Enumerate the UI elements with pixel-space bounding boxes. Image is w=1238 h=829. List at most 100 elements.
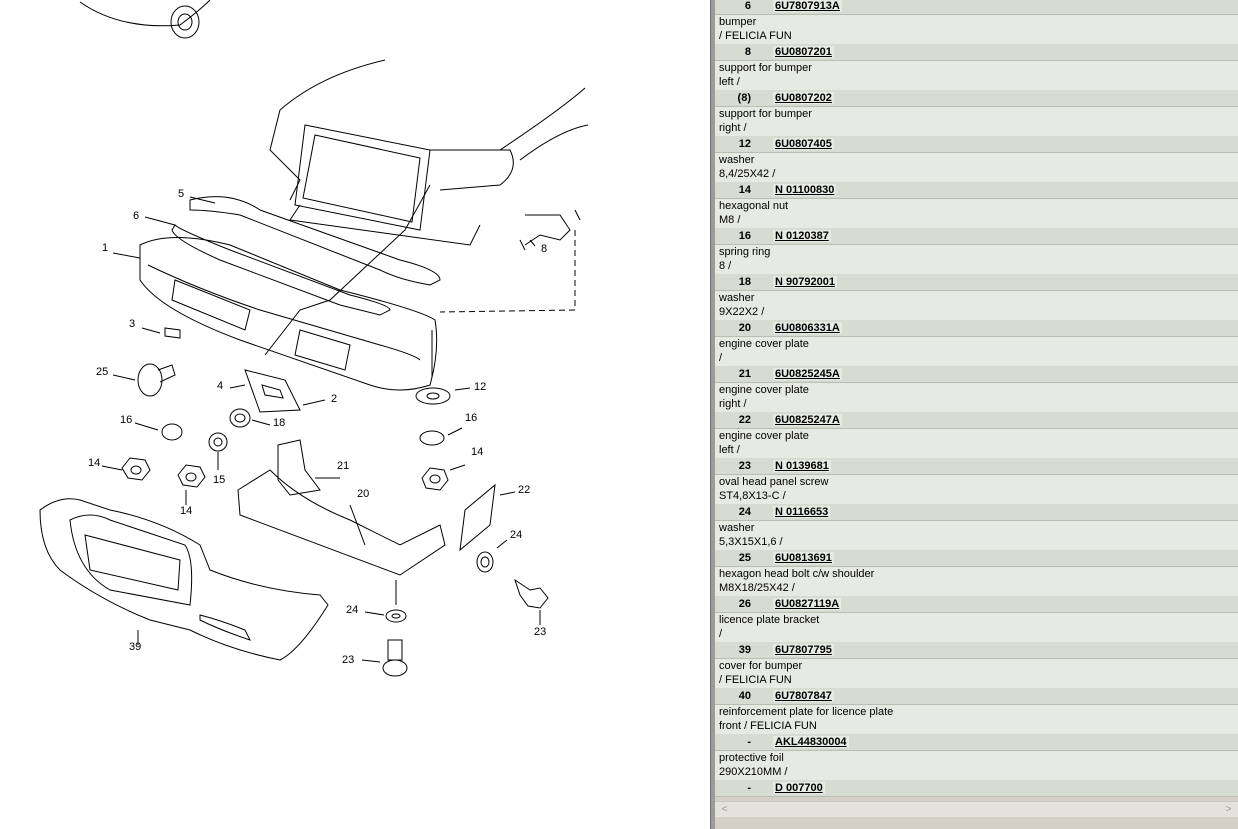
part-number-link[interactable]: N 0139681 bbox=[773, 460, 831, 472]
part-description-detail: / FELICIA FUN bbox=[719, 674, 792, 686]
horizontal-scrollbar[interactable]: < > bbox=[715, 801, 1238, 817]
part-position: 39 bbox=[738, 644, 751, 656]
part-number-link[interactable]: 6U0813691 bbox=[773, 552, 834, 564]
part-number-link[interactable]: 6U7807913A bbox=[773, 0, 842, 12]
part-description-line: engine cover plate bbox=[719, 430, 809, 442]
part-number-link[interactable]: N 0120387 bbox=[773, 230, 831, 242]
part-description-detail: front / FELICIA FUN bbox=[719, 720, 817, 732]
part-number-link[interactable]: AKL44830004 bbox=[773, 736, 849, 748]
part-number-link[interactable]: 6U7807795 bbox=[773, 644, 834, 656]
part-description-detail: M8X18/25X42 / bbox=[719, 582, 795, 594]
callout-label: 3 bbox=[129, 318, 136, 330]
part-number-link[interactable]: 6U0807201 bbox=[773, 46, 834, 58]
part-row[interactable]: 8 6U0807201 bbox=[715, 44, 1238, 61]
callout-label: 15 bbox=[213, 474, 226, 486]
part-position: 16 bbox=[738, 230, 751, 242]
part-description-detail: / bbox=[719, 628, 723, 640]
part-description-detail: left / bbox=[719, 76, 740, 88]
part-description-line: support for bumper bbox=[719, 62, 812, 74]
callout-label: 23 bbox=[342, 654, 355, 666]
callout-label: 1 bbox=[102, 242, 109, 254]
part-number-link[interactable]: N 90792001 bbox=[773, 276, 837, 288]
part-description: support for bumper left / bbox=[715, 61, 1238, 90]
part-description-detail: 5,3X15X1,6 / bbox=[719, 536, 783, 548]
callout-label: 16 bbox=[120, 414, 133, 426]
part-position: - bbox=[747, 782, 751, 794]
scroll-right-arrow-icon[interactable]: > bbox=[1225, 804, 1232, 815]
scroll-left-arrow-icon[interactable]: < bbox=[721, 804, 728, 815]
callout-label: 14 bbox=[180, 505, 193, 517]
part-description-line: hexagon head bolt c/w shoulder bbox=[719, 568, 875, 580]
part-position: 26 bbox=[738, 598, 751, 610]
part-number-link[interactable]: 6U0806331A bbox=[773, 322, 842, 334]
part-number-link[interactable]: N 0116653 bbox=[773, 506, 831, 518]
callout-label: 14 bbox=[471, 446, 484, 458]
callout-label: 21 bbox=[337, 460, 350, 472]
part-row[interactable]: 12 6U0807405 bbox=[715, 136, 1238, 153]
part-position: - bbox=[747, 736, 751, 748]
part-position: 8 bbox=[744, 46, 751, 58]
part-description-line: bumper bbox=[719, 16, 757, 28]
part-number-link[interactable]: 6U0807405 bbox=[773, 138, 834, 150]
pane-splitter[interactable] bbox=[710, 0, 715, 829]
part-description-detail: ST4,8X13-C / bbox=[719, 490, 786, 502]
part-row[interactable]: 39 6U7807795 bbox=[715, 642, 1238, 659]
part-row[interactable]: 26 6U0827119A bbox=[715, 596, 1238, 613]
part-position: 14 bbox=[738, 184, 751, 196]
part-description-line: spring ring bbox=[719, 246, 771, 258]
callout-label: 2 bbox=[331, 393, 338, 405]
part-number-link[interactable]: 6U0827119A bbox=[773, 598, 842, 610]
part-number-link[interactable]: 6U7807847 bbox=[773, 690, 834, 702]
callout-label: 8 bbox=[541, 243, 548, 255]
part-row[interactable]: 25 6U0813691 bbox=[715, 550, 1238, 567]
part-row[interactable]: - AKL44830004 bbox=[715, 734, 1238, 751]
part-description-detail: 9X22X2 / bbox=[719, 306, 765, 318]
part-description-detail: / FELICIA FUN bbox=[719, 30, 792, 42]
part-description-detail: 290X210MM / bbox=[719, 766, 788, 778]
callout-label: 20 bbox=[357, 488, 370, 500]
part-description: engine cover plate/ bbox=[715, 337, 1238, 366]
part-description-line: engine cover plate bbox=[719, 384, 809, 396]
part-description-detail: M8 / bbox=[719, 214, 741, 226]
part-description-line: washer bbox=[719, 292, 755, 304]
part-number-link[interactable]: 6U0825245A bbox=[773, 368, 842, 380]
part-position: 12 bbox=[738, 138, 751, 150]
callout-label: 25 bbox=[96, 366, 109, 378]
part-number-link[interactable]: 6U0825247A bbox=[773, 414, 842, 426]
part-position: 23 bbox=[738, 460, 751, 472]
part-number-link[interactable]: 6U0807202 bbox=[773, 92, 834, 104]
part-position: 25 bbox=[738, 552, 751, 564]
part-row[interactable]: - D 007700 bbox=[715, 780, 1238, 797]
callout-label: 39 bbox=[129, 641, 142, 653]
part-number-link[interactable]: N 01100830 bbox=[773, 184, 837, 196]
part-description-detail: right / bbox=[719, 122, 747, 134]
part-row[interactable]: 14 N 01100830 bbox=[715, 182, 1238, 199]
callout-label: 16 bbox=[465, 412, 478, 424]
part-description-line: hexagonal nut bbox=[719, 200, 789, 212]
callout-label: 23 bbox=[534, 626, 547, 638]
part-description-line: engine cover plate bbox=[719, 338, 809, 350]
callout-label: 24 bbox=[510, 529, 523, 541]
part-row[interactable]: (8)6U0807202 bbox=[715, 90, 1238, 107]
part-description-detail: right / bbox=[719, 398, 747, 410]
exploded-parts-diagram: 5 6 1 8 3 25 4 2 12 16 18 16 14 14 15 21… bbox=[39, 0, 589, 677]
part-row[interactable]: 23 N 0139681 bbox=[715, 458, 1238, 475]
part-row[interactable]: 16 N 0120387 bbox=[715, 228, 1238, 245]
part-description: bumper / FELICIA FUN bbox=[715, 15, 1238, 44]
part-number-link[interactable]: D 007700 bbox=[773, 782, 825, 794]
callout-label: 4 bbox=[217, 380, 224, 392]
